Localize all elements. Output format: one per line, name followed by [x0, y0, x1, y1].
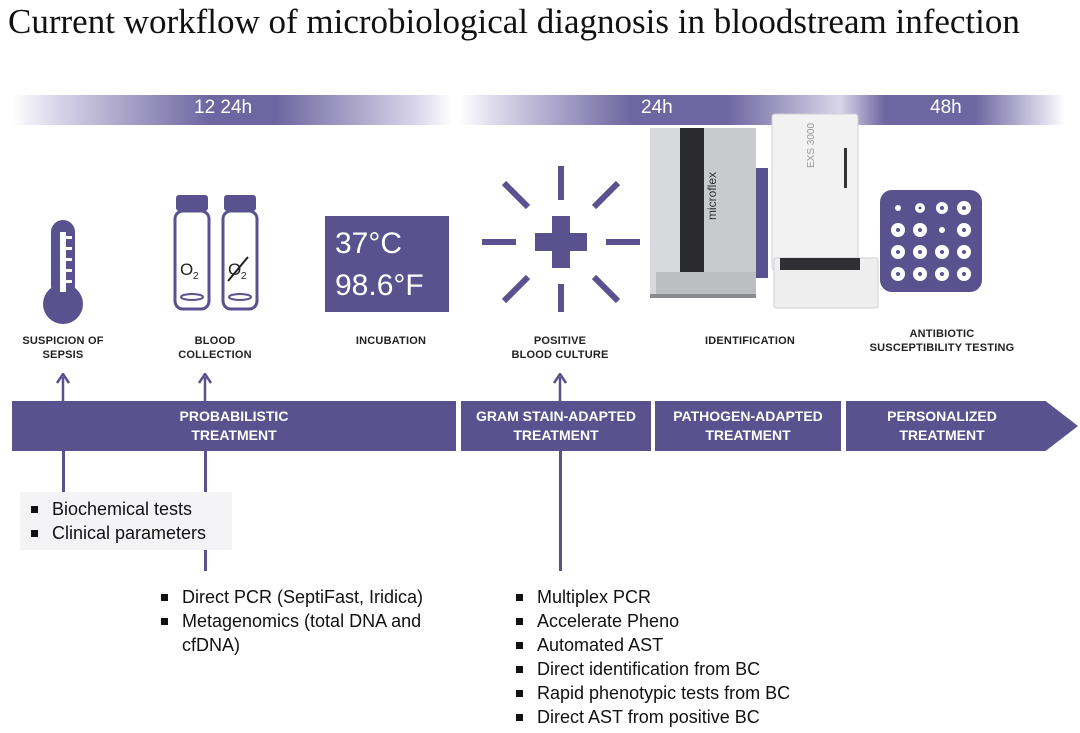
svg-text:2: 2 [241, 271, 247, 282]
list-item: Rapid phenotypic tests from BC [513, 681, 833, 705]
page-title: Current workflow of microbiological diag… [8, 2, 1020, 41]
list-item: Biochemical tests [28, 497, 206, 521]
list-item: Metagenomics (total DNA and cfDNA) [158, 609, 478, 657]
step-label-incubation: INCUBATION [355, 335, 427, 347]
incubation-temperature-box: 37°C 98.6°F [325, 216, 449, 312]
list-item: Multiplex PCR [513, 585, 833, 609]
instrument-label-2: EXS 3000 [806, 123, 817, 168]
temperature-fahrenheit: 98.6°F [335, 269, 424, 302]
notes-clinical [20, 492, 232, 550]
list-item: Direct AST from positive BC [513, 705, 833, 729]
step-label-identification: IDENTIFICATION [705, 335, 795, 347]
temperature-celsius: 37°C [335, 227, 403, 260]
list-item: Direct PCR (SeptiFast, Iridica) [158, 585, 478, 609]
list-item: Automated AST [513, 633, 833, 657]
notes-rapid-tests-list: Multiplex PCR Accelerate Pheno Automated… [513, 585, 833, 729]
instrument-label-1: microflex [705, 172, 719, 220]
thermometer-icon [43, 220, 83, 324]
svg-text:O: O [180, 260, 193, 279]
svg-text:O: O [228, 260, 241, 279]
arrow-up-icon [553, 373, 567, 401]
burst-icon [482, 166, 640, 312]
arrow-up-icon [56, 373, 70, 401]
connector-line [62, 451, 65, 495]
timeline-band-1 [12, 95, 452, 125]
timeline-label-1: 12 24h [194, 97, 253, 118]
blood-vials-icon: O 2 O 2 [173, 195, 259, 311]
list-item: Direct identification from BC [513, 657, 833, 681]
well-plate-icon [880, 190, 982, 292]
arrow-up-icon [198, 373, 212, 401]
connector-line [559, 451, 562, 571]
mass-spectrometer-icon: microflex EXS 3000 [650, 113, 879, 309]
list-item: Accelerate Pheno [513, 609, 833, 633]
timeline-label-2: 24h [641, 97, 673, 118]
timeline-label-3: 48h [930, 97, 962, 118]
list-item: Clinical parameters [28, 521, 206, 545]
timeline-band-3 [840, 95, 1065, 125]
notes-clinical-list: Biochemical tests Clinical parameters [28, 497, 206, 545]
svg-text:2: 2 [193, 271, 199, 282]
notes-molecular-list: Direct PCR (SeptiFast, Iridica) Metageno… [158, 585, 478, 657]
